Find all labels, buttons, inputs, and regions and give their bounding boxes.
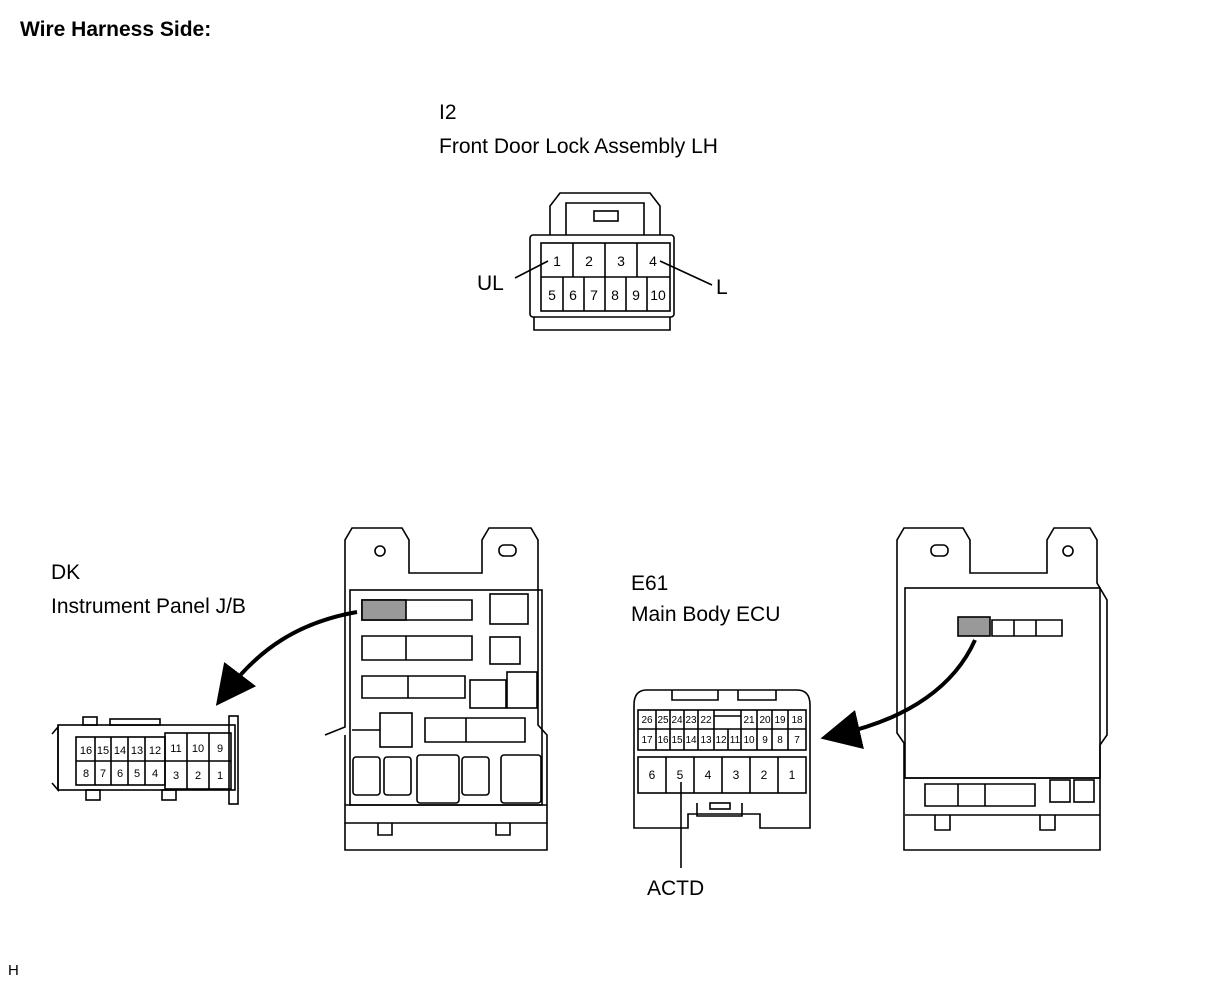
dk-pin-16: 16 (80, 745, 92, 757)
junction-block-left (324, 527, 548, 851)
e61-connector-housing (633, 689, 811, 829)
dk-connector-name: Instrument Panel J/B (51, 595, 246, 618)
e61-pin-26: 26 (641, 715, 653, 726)
i2-pin-7: 7 (590, 287, 598, 303)
page-title: Wire Harness Side: (20, 18, 212, 41)
dk-pin-6: 6 (117, 768, 123, 780)
e61-pin-9: 9 (762, 735, 768, 746)
e61-location-arrow (820, 639, 977, 750)
i2-pin-2: 2 (585, 253, 593, 269)
e61-pin-16: 16 (657, 735, 669, 746)
i2-pin-6: 6 (569, 287, 577, 303)
e61-pin-11: 11 (730, 735, 741, 746)
i2-pin-3: 3 (617, 253, 625, 269)
dk-pin-13: 13 (131, 745, 143, 757)
e61-pin-5: 5 (677, 768, 684, 782)
e61-pin-10: 10 (743, 735, 755, 746)
dk-pin-15: 15 (97, 745, 109, 757)
dk-pin-4: 4 (152, 768, 158, 780)
dk-pin-14: 14 (114, 745, 126, 757)
e61-pin-7: 7 (794, 735, 800, 746)
e61-pin-17: 17 (641, 735, 653, 746)
i2-pin-8: 8 (611, 287, 619, 303)
dk-pin-7: 7 (100, 768, 106, 780)
e61-pin-13: 13 (700, 735, 712, 746)
dk-pin-1: 1 (217, 770, 223, 782)
dk-connector-code: DK (51, 561, 81, 584)
ecu-block-e61-location (957, 616, 991, 637)
e61-pin-20: 20 (759, 715, 771, 726)
e61-pin-21: 21 (743, 715, 755, 726)
e61-pin-1: 1 (789, 768, 796, 782)
i2-pin-1: 1 (553, 253, 561, 269)
i2-connector-name: Front Door Lock Assembly LH (439, 135, 718, 158)
e61-pin-12: 12 (715, 735, 727, 746)
e61-pin-3: 3 (733, 768, 740, 782)
dk-pin-9: 9 (217, 743, 223, 755)
e61-connector-name: Main Body ECU (631, 603, 781, 626)
e61-pin-24: 24 (671, 715, 683, 726)
i2-connector-code: I2 (439, 101, 457, 124)
dk-pin-12: 12 (149, 745, 161, 757)
dk-pin-3: 3 (173, 770, 179, 782)
e61-pin-22: 22 (700, 715, 712, 726)
e61-pin-18: 18 (791, 715, 803, 726)
ecu-block-right (896, 527, 1108, 851)
dk-pin-11: 11 (170, 743, 181, 755)
i2-pin-10: 10 (650, 287, 666, 303)
e61-callout-actd: ACTD (647, 877, 705, 900)
dk-pin-2: 2 (195, 770, 201, 782)
junction-block-dk-location (361, 599, 407, 621)
e61-pin-15: 15 (671, 735, 683, 746)
footer-mark: H (8, 962, 19, 979)
i2-leader-ul (514, 260, 549, 279)
e61-pin-19: 19 (774, 715, 786, 726)
e61-pin-23: 23 (685, 715, 697, 726)
i2-callout-ul: UL (477, 272, 504, 295)
e61-pin-6: 6 (649, 768, 656, 782)
e61-pin-2: 2 (761, 768, 768, 782)
i2-pin-4: 4 (649, 253, 657, 269)
e61-pin-4: 4 (705, 768, 712, 782)
e61-connector-code: E61 (631, 572, 669, 595)
e61-pin-25: 25 (657, 715, 669, 726)
i2-leader-l (659, 260, 713, 286)
dk-pin-5: 5 (134, 768, 140, 780)
dk-connector-housing (51, 715, 239, 805)
i2-pin-5: 5 (548, 287, 556, 303)
dk-location-arrow (215, 610, 358, 706)
i2-callout-l: L (716, 276, 728, 299)
dk-pin-8: 8 (83, 768, 89, 780)
e61-pin-14: 14 (685, 735, 697, 746)
i2-pin-9: 9 (632, 287, 640, 303)
i2-connector-housing (529, 192, 675, 331)
dk-pin-10: 10 (192, 743, 204, 755)
e61-pin-8: 8 (777, 735, 783, 746)
